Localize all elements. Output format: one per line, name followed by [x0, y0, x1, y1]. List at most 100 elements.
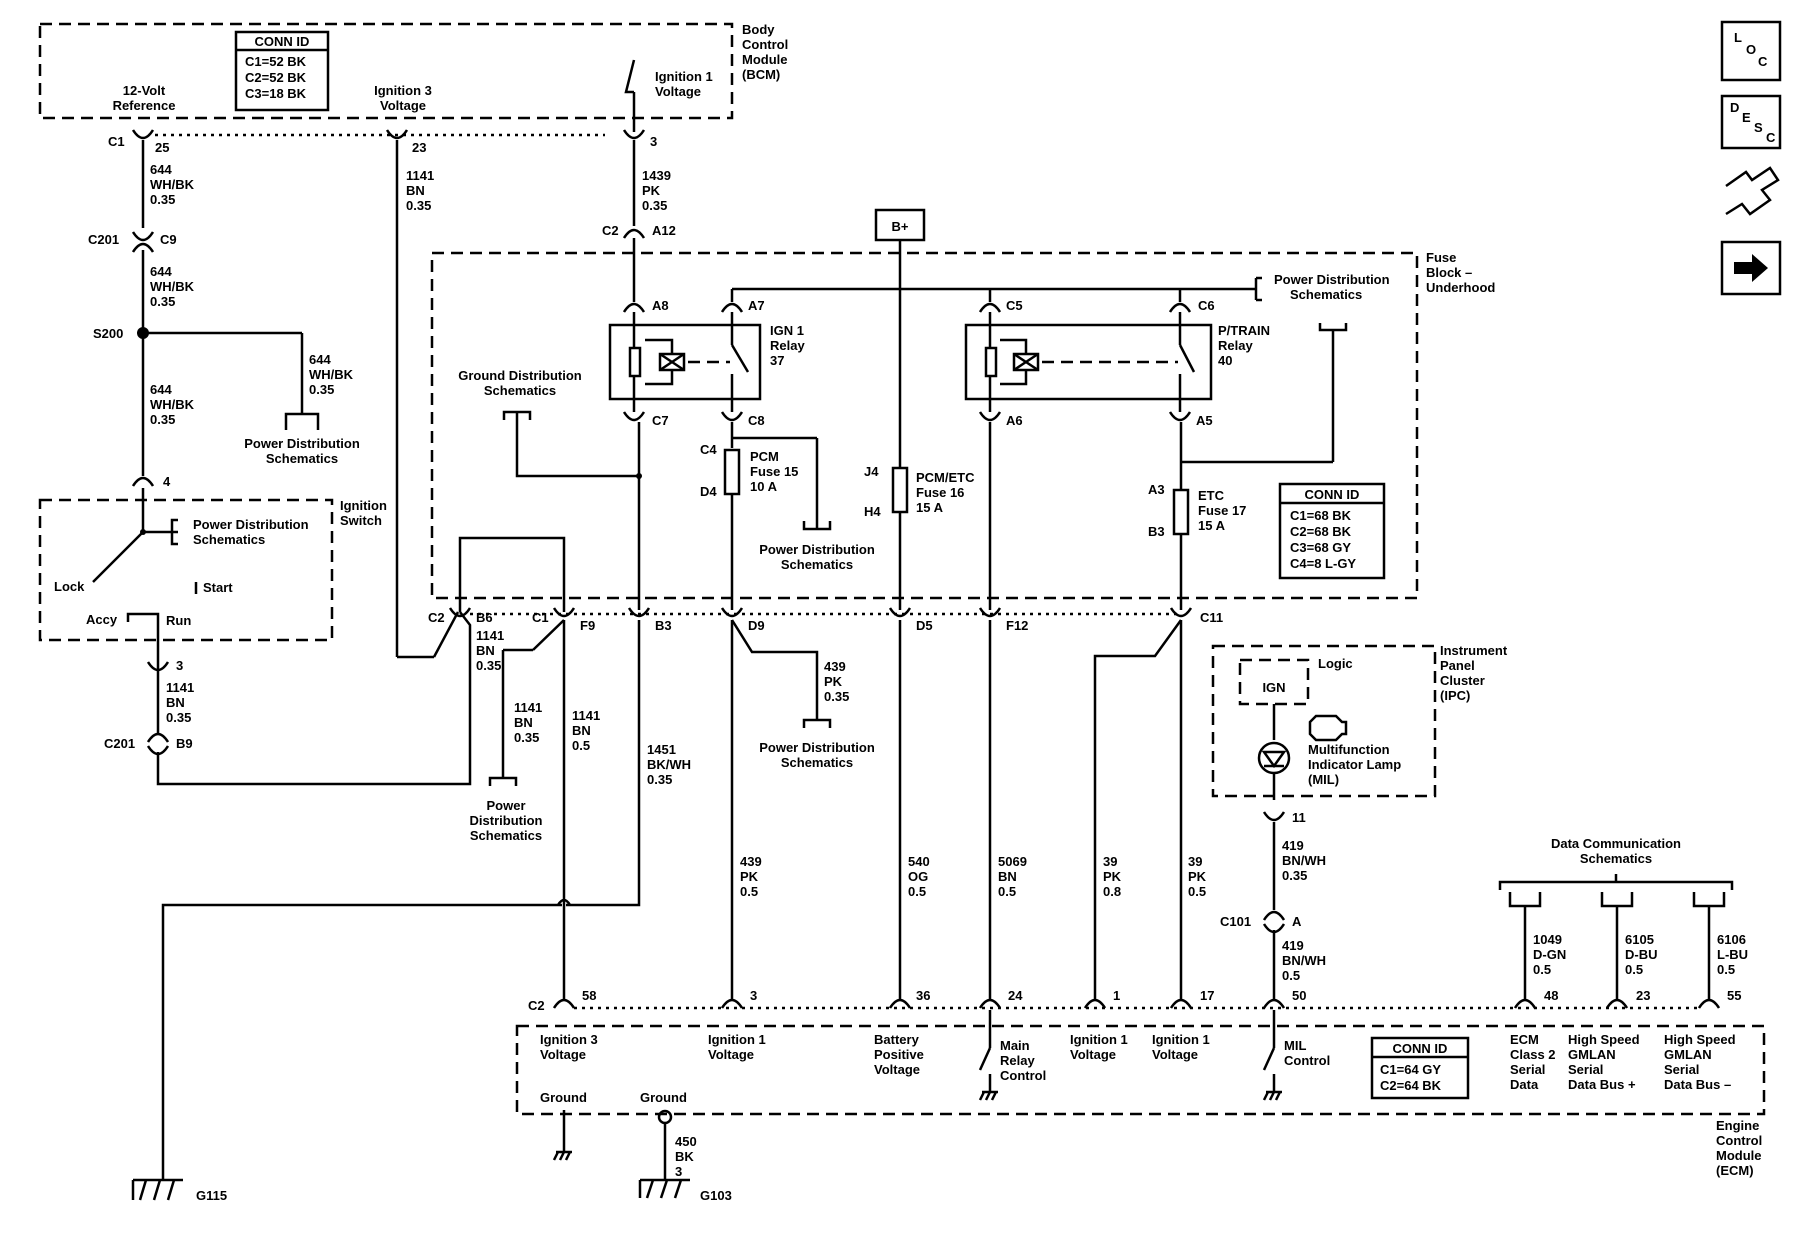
svg-text:Control: Control	[1716, 1133, 1762, 1148]
bcm-ign1-label-1: Ignition 1	[655, 69, 713, 84]
svg-text:0.5: 0.5	[1717, 962, 1735, 977]
svg-text:F12: F12	[1006, 618, 1028, 633]
ign1-relay-label-2: Relay	[770, 338, 805, 353]
fb-bottom-pins: C2 B6 C1 F9 B3 D9 D5 F12 C11	[428, 607, 1223, 633]
conn-a8: A8	[652, 298, 669, 313]
svg-text:Class 2: Class 2	[1510, 1047, 1556, 1062]
pds-fb-2: Schematics	[1290, 287, 1362, 302]
ecm-pins: C2 58 3 36 24 1 17 50 48 23 55	[528, 988, 1741, 1013]
svg-text:Multifunction: Multifunction	[1308, 742, 1390, 757]
svg-text:OG: OG	[908, 869, 928, 884]
ecm-mil-ground-icon	[1262, 1090, 1282, 1101]
bcm-pins: C1 25 23 3	[108, 129, 657, 155]
svg-text:0.35: 0.35	[647, 772, 672, 787]
ecm-conn-id-box	[1370, 1036, 1470, 1100]
isw-blade	[92, 531, 144, 583]
conn-c101: C101	[1220, 914, 1251, 929]
svg-text:23: 23	[1636, 988, 1650, 1003]
svg-text:Body: Body	[742, 22, 775, 37]
conn-a12: A12	[652, 223, 676, 238]
svg-text:Schematics: Schematics	[1580, 851, 1652, 866]
ecm-main-ground-icon	[978, 1090, 998, 1101]
svg-text:0.5: 0.5	[740, 884, 758, 899]
pds-pcm-1: Power Distribution	[759, 542, 875, 557]
svg-text:0.8: 0.8	[1103, 884, 1121, 899]
svg-text:439: 439	[740, 854, 762, 869]
pds-fb-1: Power Distribution	[1274, 272, 1390, 287]
pds-pcm-2: Schematics	[781, 557, 853, 572]
svg-text:Serial: Serial	[1568, 1062, 1603, 1077]
svg-text:419: 419	[1282, 838, 1304, 853]
pds-left-1: Power	[486, 798, 525, 813]
svg-text:Instrument: Instrument	[1440, 643, 1508, 658]
pds-left-3: Schematics	[470, 828, 542, 843]
svg-text:S: S	[1754, 120, 1763, 135]
svg-text:D-GN: D-GN	[1533, 947, 1566, 962]
bcm-title: Body Control Module (BCM)	[742, 22, 788, 82]
battery-positive-label: B+	[892, 219, 909, 234]
bcm-conn-id-box	[234, 30, 330, 112]
svg-text:BN: BN	[572, 723, 591, 738]
svg-text:CONN ID: CONN ID	[1393, 1041, 1448, 1056]
desc-button[interactable]: D E S C	[1720, 94, 1782, 150]
svg-text:3: 3	[750, 988, 757, 1003]
svg-text:6106: 6106	[1717, 932, 1746, 947]
conn-c6: C6	[1198, 298, 1215, 313]
conn-b3: B3	[1148, 524, 1165, 539]
svg-text:0.35: 0.35	[406, 198, 431, 213]
ground-g103-icon	[638, 1178, 690, 1199]
svg-text:B6: B6	[476, 610, 493, 625]
pcm-fuse-label-1: PCM	[750, 449, 779, 464]
svg-text:C1: C1	[108, 134, 125, 149]
svg-text:BN: BN	[166, 695, 185, 710]
ecm-ign1b-2: Voltage	[1070, 1047, 1116, 1062]
ecm-batt-2: Positive	[874, 1047, 924, 1062]
svg-text:C3=68 GY: C3=68 GY	[1290, 540, 1351, 555]
svg-text:L: L	[1734, 30, 1742, 45]
next-arrow-icon[interactable]	[1720, 240, 1782, 296]
gnd-dist-2: Schematics	[484, 383, 556, 398]
svg-text:0.5: 0.5	[1282, 968, 1300, 983]
svg-text:GMLAN: GMLAN	[1664, 1047, 1712, 1062]
conn-pin-a: A	[1292, 914, 1302, 929]
svg-text:0.35: 0.35	[166, 710, 191, 725]
svg-text:D9: D9	[748, 618, 765, 633]
ptrain-relay-label-3: 40	[1218, 353, 1232, 368]
ecm-ground-1: Ground	[540, 1090, 587, 1105]
svg-text:419: 419	[1282, 938, 1304, 953]
svg-text:C: C	[1758, 54, 1768, 69]
svg-text:50: 50	[1292, 988, 1306, 1003]
svg-text:BN: BN	[514, 715, 533, 730]
svg-text:0.35: 0.35	[642, 198, 667, 213]
svg-text:BN/WH: BN/WH	[1282, 953, 1326, 968]
pds-d9-2: Schematics	[781, 755, 853, 770]
svg-text:439: 439	[824, 659, 846, 674]
pcm-etc-fuse-label-1: PCM/ETC	[916, 470, 975, 485]
loc-button[interactable]: L O C	[1720, 20, 1782, 82]
svg-text:L-BU: L-BU	[1717, 947, 1748, 962]
svg-text:6105: 6105	[1625, 932, 1654, 947]
svg-text:644: 644	[150, 382, 172, 397]
conn-d4: D4	[700, 484, 717, 499]
connector-icon[interactable]	[1725, 166, 1780, 216]
ecm-ign3-2: Voltage	[540, 1047, 586, 1062]
conn-c201-bot: C201	[104, 736, 135, 751]
ecm-batt-3: Voltage	[874, 1062, 920, 1077]
svg-text:C11: C11	[1200, 610, 1223, 625]
svg-text:C1=68 BK: C1=68 BK	[1290, 508, 1352, 523]
pds-s200-2: Schematics	[266, 451, 338, 466]
conn-h4: H4	[864, 504, 881, 519]
svg-text:0.5: 0.5	[1188, 884, 1206, 899]
ecm-ign1b-1: Ignition 1	[1070, 1032, 1128, 1047]
svg-text:17: 17	[1200, 988, 1214, 1003]
ipc-pin-11: 11	[1292, 810, 1306, 825]
